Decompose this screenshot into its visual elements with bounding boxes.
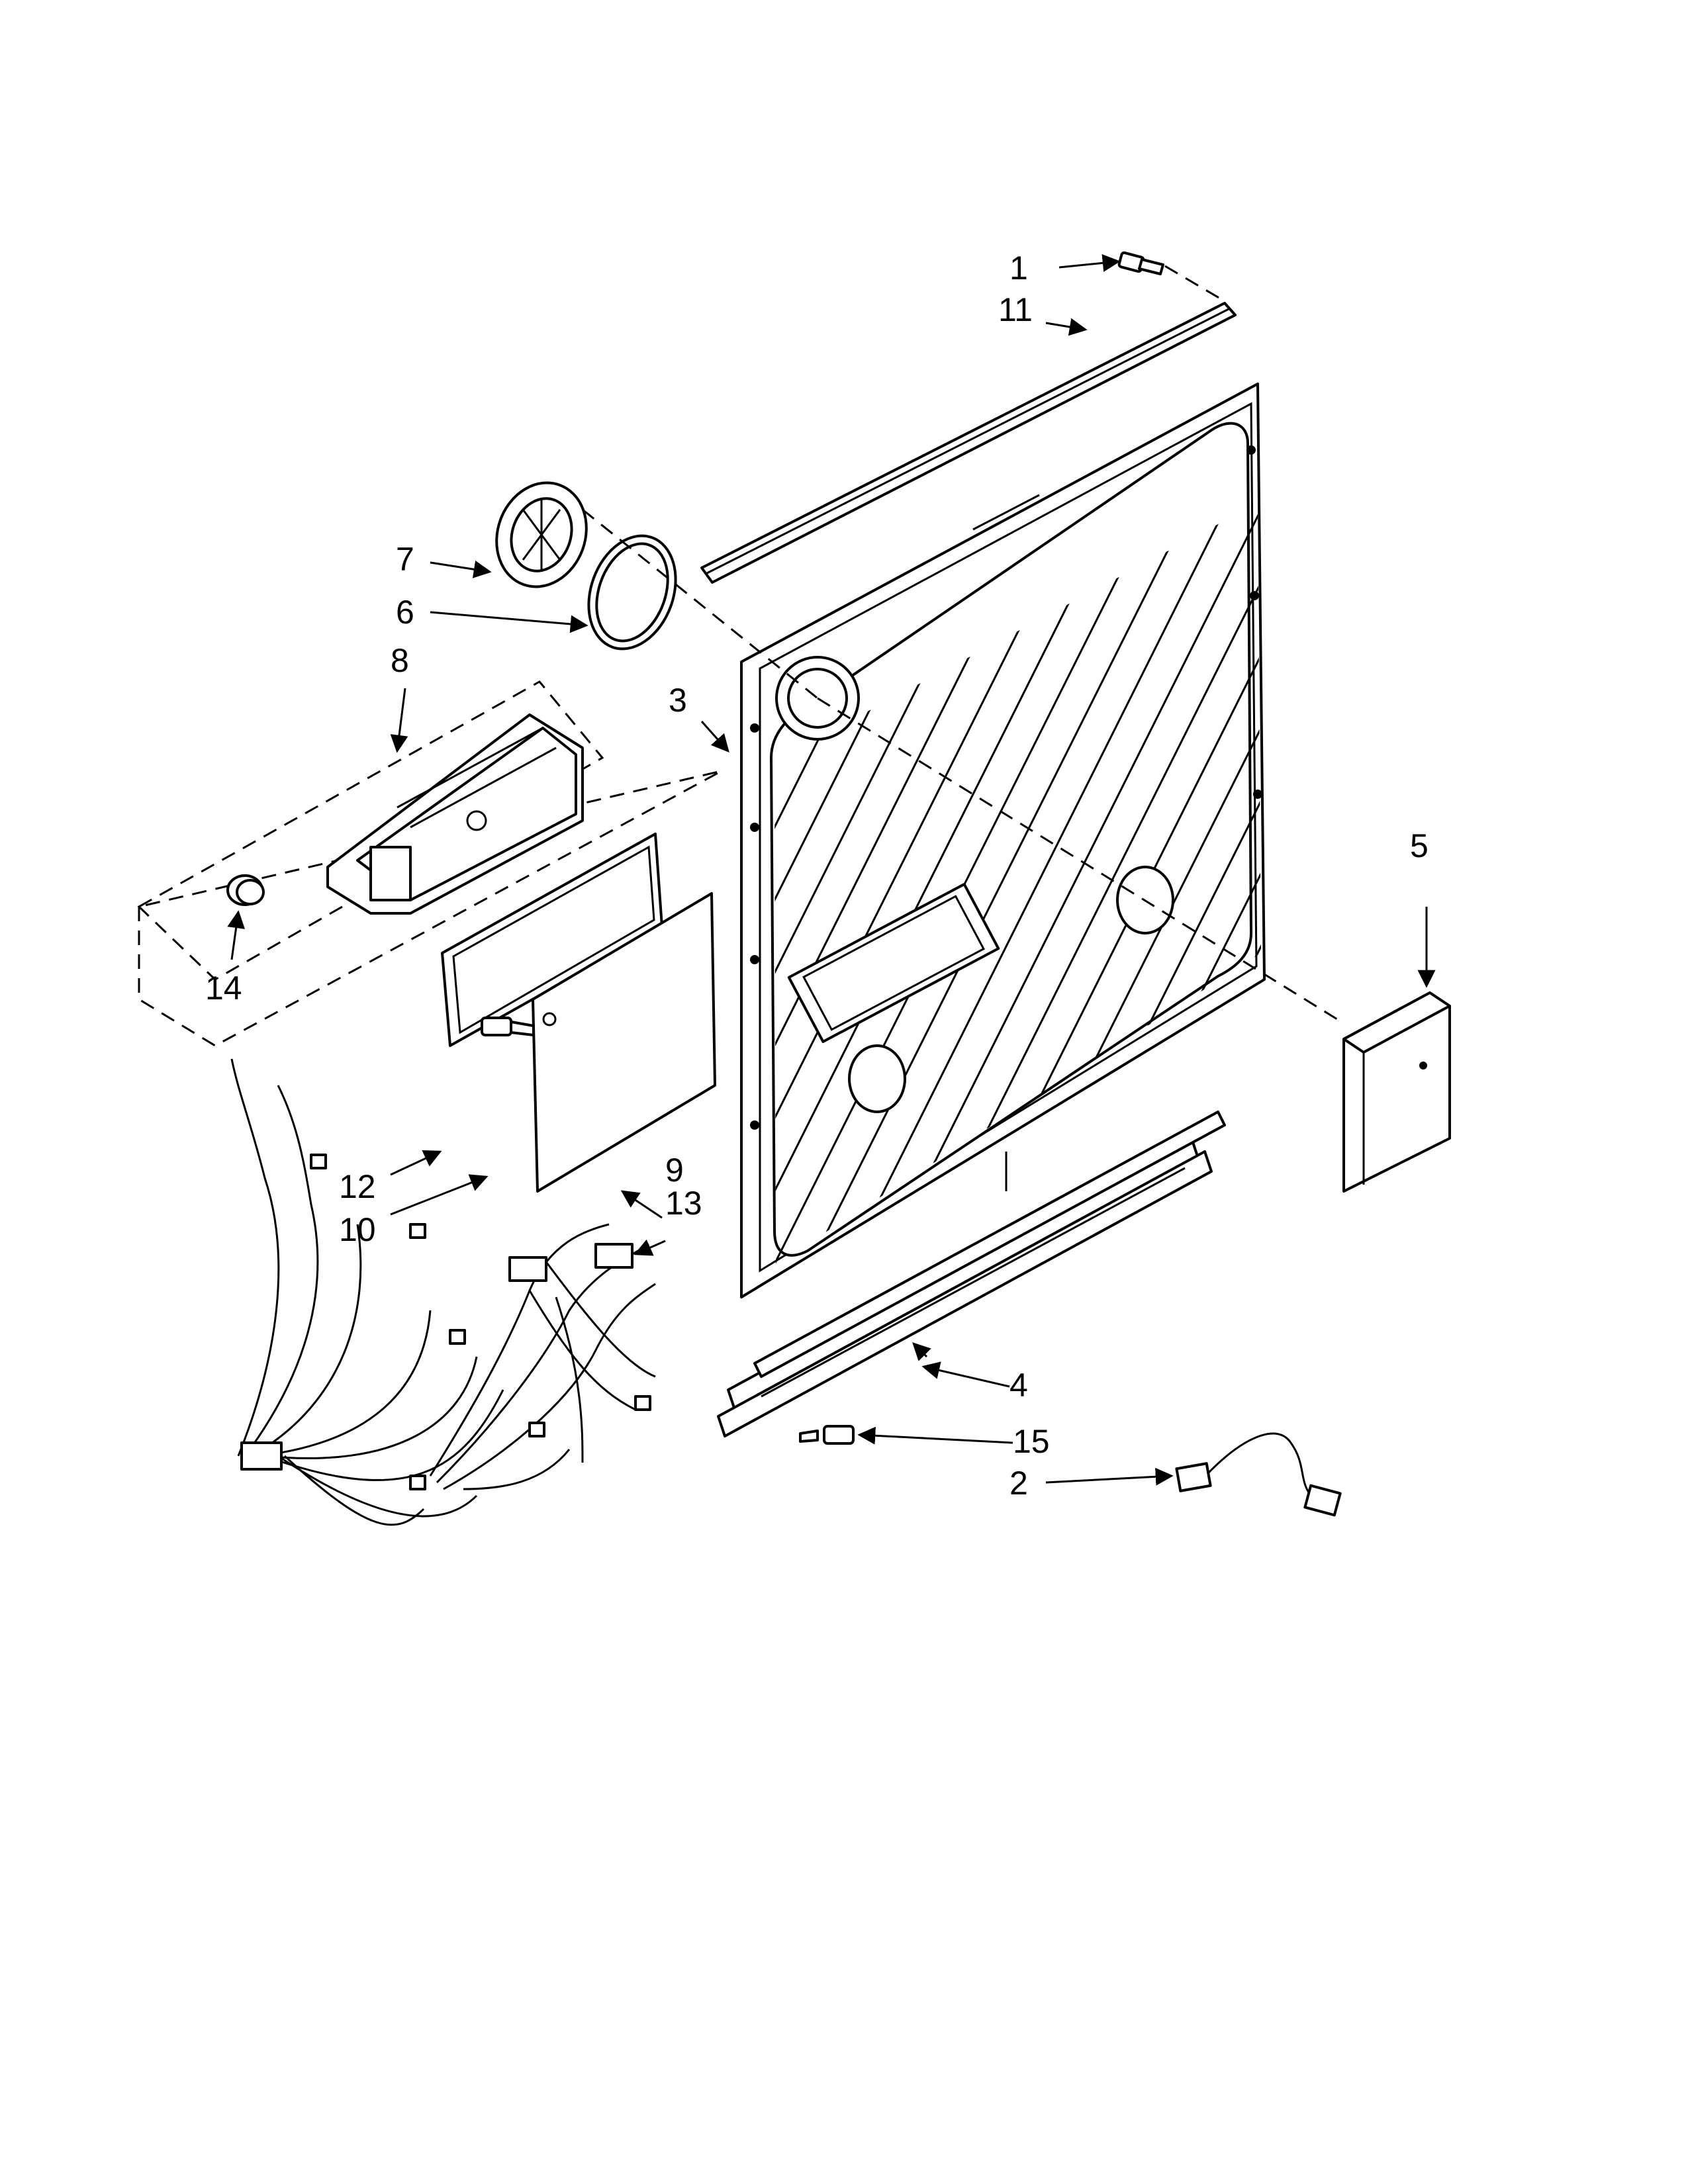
callout-3: 3 bbox=[669, 682, 687, 719]
hatch-line bbox=[1253, 503, 1261, 1264]
callout-11: 11 bbox=[998, 291, 1033, 328]
part-11-top-trim bbox=[700, 302, 1237, 584]
part-6-gasket-ring bbox=[587, 534, 677, 651]
callout-15: 15 bbox=[1013, 1423, 1050, 1460]
hatch-line bbox=[1582, 397, 1688, 1324]
hatch-line bbox=[1400, 397, 1688, 1324]
part-15-screw bbox=[799, 1425, 855, 1445]
part-13-control-board bbox=[532, 892, 716, 1193]
callout-1: 1 bbox=[1009, 250, 1028, 287]
callout-12: 12 bbox=[339, 1168, 376, 1205]
part-1-screw bbox=[1117, 251, 1225, 302]
callout-10: 10 bbox=[339, 1211, 376, 1248]
part-10-screw bbox=[481, 1017, 535, 1036]
vent-alignment-line-2 bbox=[817, 697, 1338, 1021]
part-14-knob bbox=[226, 874, 265, 906]
hatch-line bbox=[1473, 397, 1688, 1324]
hatch-line bbox=[780, 503, 1246, 1264]
callout-4: 4 bbox=[1009, 1367, 1028, 1404]
callout-9: 9 bbox=[665, 1152, 684, 1189]
part-9-wire-harness bbox=[230, 1058, 656, 1526]
hatch-line bbox=[1618, 397, 1688, 1324]
vent-alignment-line bbox=[582, 508, 818, 700]
callout-8: 8 bbox=[391, 642, 409, 679]
callout-5: 5 bbox=[1410, 827, 1429, 864]
callout-14: 14 bbox=[205, 970, 242, 1007]
hatch-line bbox=[1217, 503, 1261, 1264]
part-8-dispenser-assembly bbox=[137, 680, 722, 1047]
part-4-bottom-trim bbox=[717, 1111, 1226, 1437]
callout-2: 2 bbox=[1009, 1465, 1028, 1502]
callout-13: 13 bbox=[665, 1185, 702, 1222]
part-5-side-bracket bbox=[1342, 991, 1451, 1193]
callout-7: 7 bbox=[396, 541, 414, 578]
hatch-line bbox=[1546, 397, 1688, 1324]
part-7-vent-cap bbox=[495, 481, 588, 588]
hatch-line bbox=[1436, 397, 1688, 1324]
callout-6: 6 bbox=[396, 594, 414, 631]
hatch-line bbox=[1509, 397, 1688, 1324]
hatch-line bbox=[1327, 397, 1688, 1324]
callout-labels: 1 11 3 5 7 6 8 14 12 10 13 9 4 15 2 bbox=[205, 250, 1429, 1502]
part-2-cable bbox=[1175, 1432, 1342, 1517]
hatch-line bbox=[816, 503, 1261, 1264]
leader-lines bbox=[227, 253, 1436, 1486]
